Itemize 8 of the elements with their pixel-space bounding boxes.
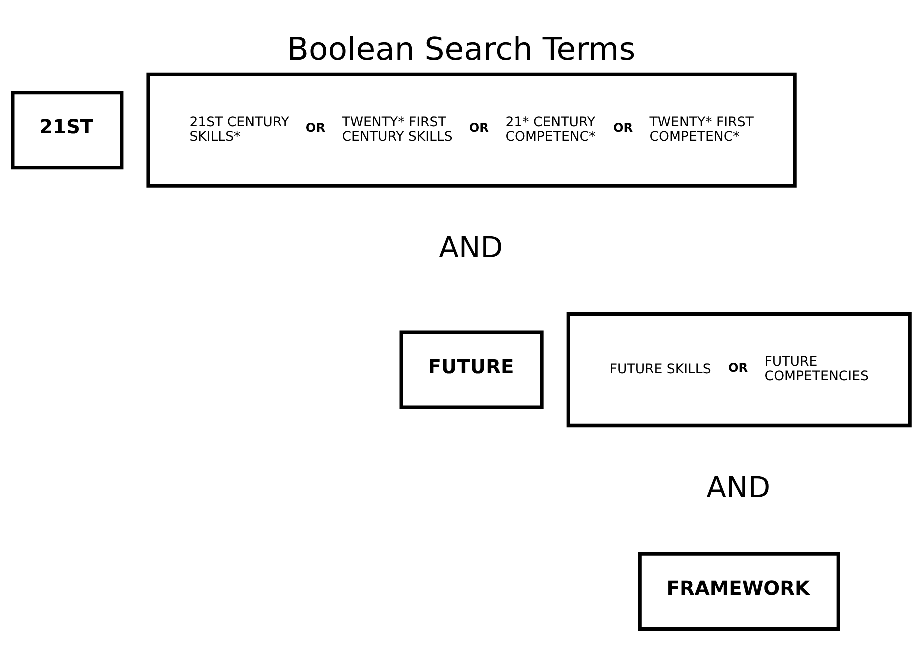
node-box: 21ST [11, 90, 124, 170]
node-box: FRAMEWORK [638, 552, 840, 631]
label: AND [439, 230, 504, 265]
node-box: FUTURE SKILLS OR FUTURE COMPETENCIES [566, 312, 912, 428]
label: AND [706, 470, 771, 504]
node-box: FUTURE [400, 330, 544, 410]
node-box: 21ST CENTURY SKILLS* OR TWENTY* FIRST CENTURY SKILLS OR 21* CENTURY COMPETENC* OR TWENTY* FIRST COMPETENC* [146, 72, 797, 188]
diagram-title: Boolean Search Terms [287, 32, 636, 68]
